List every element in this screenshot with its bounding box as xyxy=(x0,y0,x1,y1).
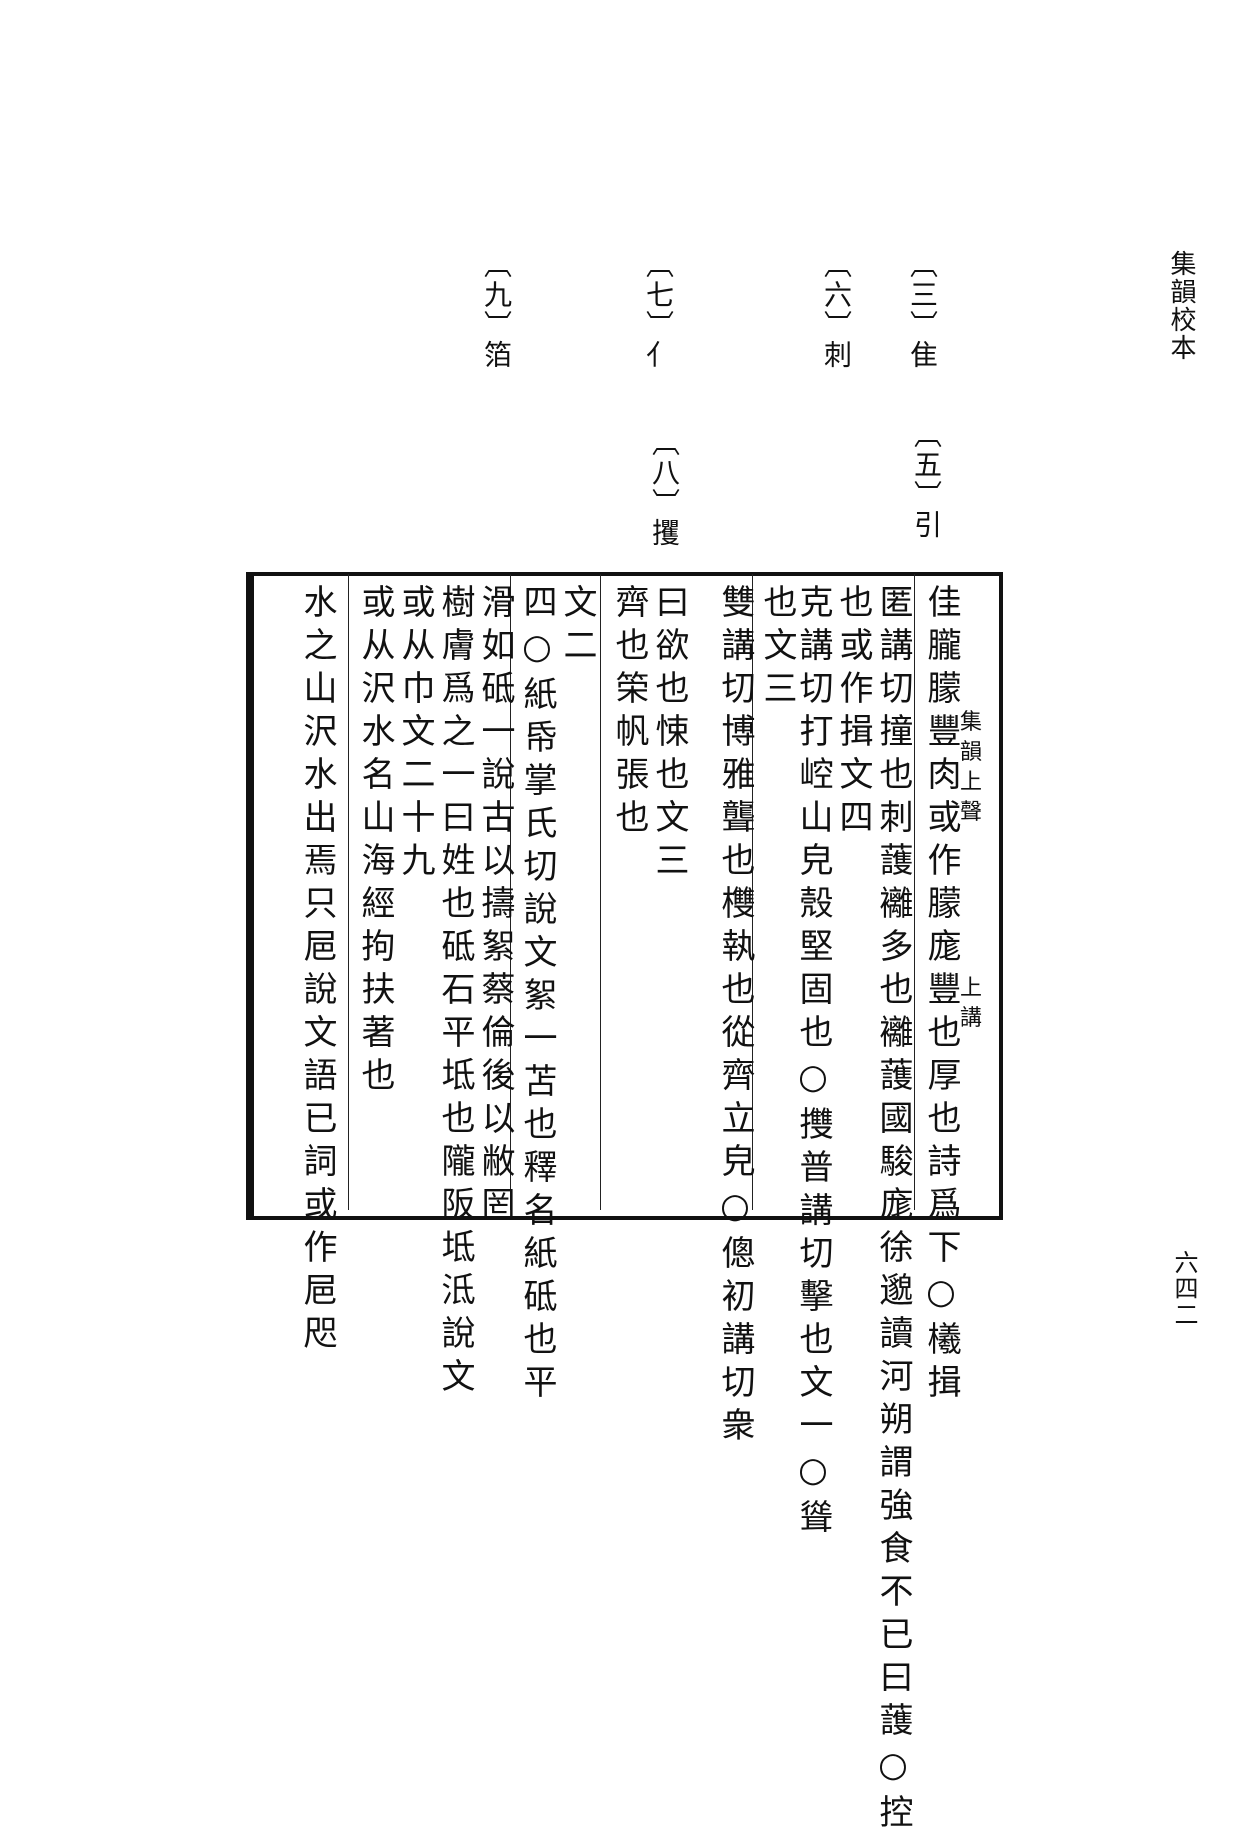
text-frame xyxy=(246,572,1003,1220)
fore-edge-mark: 講 xyxy=(960,1006,983,1031)
column-rule xyxy=(600,574,601,1210)
text-column: 也文三 xyxy=(757,584,797,713)
collation-note: 〔六〕刺 xyxy=(820,250,853,370)
fore-edge-mark: 上 xyxy=(960,770,983,795)
collation-note: 〔九〕箔 xyxy=(480,250,513,370)
column-rule xyxy=(752,574,753,1210)
text-column: 或从沢水名山海經拘扶著也 xyxy=(355,584,395,1100)
text-column: 或从巾文二十九 xyxy=(395,584,435,885)
text-column: 滑如砥一說古以擣絮蔡倫後以敝罔 xyxy=(475,584,515,1229)
fore-edge-strip: 集 韻 上 聲 上 講 xyxy=(960,578,988,1210)
column-rule xyxy=(348,574,349,1210)
text-column: 雙講切博雅聾也欆執也從齊立皃○傯初講切衆 xyxy=(715,584,755,1450)
text-column: 曰欲也悚也文三 xyxy=(649,584,689,885)
column-rule xyxy=(510,574,511,1210)
fore-edge-mark: 韻 xyxy=(960,740,983,765)
page-number: 六四二 xyxy=(1170,1250,1198,1328)
text-column: 樹膚爲之一曰姓也砥石平坻也隴阪坻泜說文 xyxy=(435,584,475,1401)
text-column: 佳朧朦豐肉或作朦庬豐也厚也詩爲下○㰕揖 xyxy=(921,584,961,1407)
collation-note: 〔八〕攫 xyxy=(648,428,681,548)
fore-edge-mark: 聲 xyxy=(960,800,983,825)
text-column: 水之山沢水出焉只㞎說文語已詞或作㞎咫 xyxy=(297,584,337,1358)
collation-note: 〔五〕引 xyxy=(910,420,943,540)
fore-edge-mark: 上 xyxy=(960,976,983,1001)
fore-edge-mark: 集 xyxy=(960,710,983,735)
text-column: 齊也筞帆張也 xyxy=(609,584,649,842)
text-column: 四○紙帋掌氏切說文絮一苫也釋名紙砥也平 xyxy=(517,584,557,1407)
column-rule xyxy=(914,574,915,1210)
text-column: 匿講切撞也刺䕶䙰多也䙰䕶國駿庬徐邈讀河朔謂強食不已曰䕶○控 xyxy=(873,584,913,1837)
text-column: 也或作揖文四 xyxy=(833,584,873,842)
text-column: 克講切打崆山皃殼堅固也○㩳普講切擊也文一○聳 xyxy=(793,584,833,1542)
running-title: 集韻校本 xyxy=(1166,250,1196,362)
text-column: 文二 xyxy=(557,584,597,670)
collation-note: 〔三〕隹 xyxy=(906,250,939,370)
collation-note: 〔七〕亻 xyxy=(642,250,675,370)
